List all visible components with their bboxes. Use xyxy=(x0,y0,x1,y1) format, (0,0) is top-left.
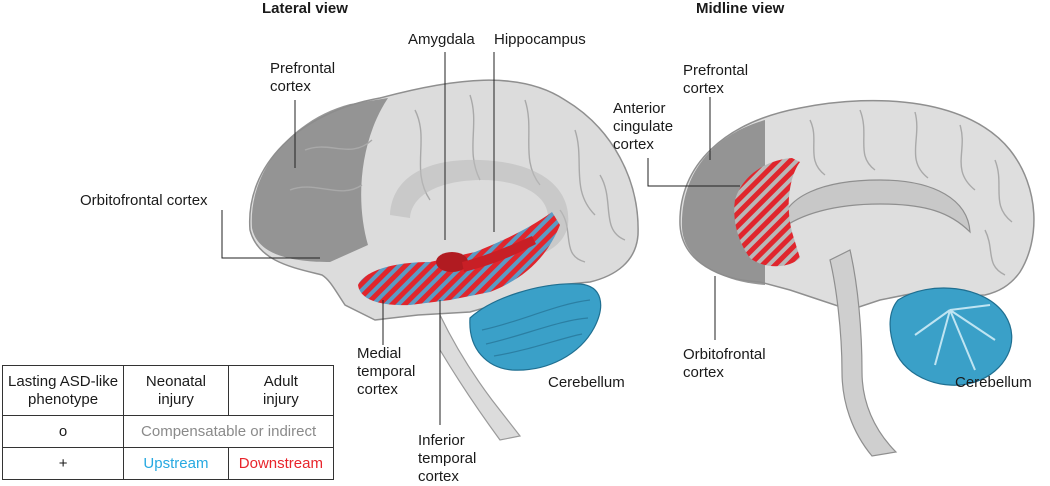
label-lateral-orbitofrontal-cortex: Orbitofrontal cortex xyxy=(80,192,208,209)
lateral-cerebellum-folia xyxy=(481,299,591,357)
midline-cerebellum xyxy=(889,287,1013,386)
legend-header-neonatal: Neonatal injury xyxy=(123,365,229,416)
anterior-cingulate-region xyxy=(734,158,800,267)
legend-symbol-o: o xyxy=(1,415,125,448)
midline-leader-lines xyxy=(647,97,740,340)
amygdala-region xyxy=(436,252,468,272)
corpus-callosum xyxy=(779,179,971,234)
legend-row-compensatable: o Compensatable or indirect xyxy=(1,415,334,448)
lateral-cerebellum xyxy=(469,283,602,371)
label-midline-prefrontal-cortex: Prefrontal cortex xyxy=(683,62,749,97)
label-anterior-cingulate-cortex: Anterior cingulate cortex xyxy=(613,100,674,153)
legend-table: Lasting ASD-like phenotype Neonatal inju… xyxy=(1,365,335,480)
lateral-view-title: Lateral view xyxy=(262,0,348,17)
lateral-leader-lines xyxy=(221,52,495,425)
label-inferior-temporal-cortex: Inferior temporal cortex xyxy=(418,432,477,485)
lateral-prefrontal-region xyxy=(251,98,388,262)
label-lateral-cerebellum: Cerebellum xyxy=(548,374,625,391)
legend-compensatable-text: Compensatable or indirect xyxy=(123,415,334,448)
label-midline-cerebellum: Cerebellum xyxy=(955,374,1032,391)
lateral-brainstem xyxy=(439,314,522,441)
lateral-sulci xyxy=(289,94,626,263)
lateral-brain xyxy=(249,79,639,441)
label-midline-orbitofrontal-cortex: Orbitofrontal cortex xyxy=(683,346,766,381)
label-medial-temporal-cortex: Medial temporal cortex xyxy=(357,345,416,398)
legend-downstream-text: Downstream xyxy=(227,447,335,480)
label-amygdala: Amygdala xyxy=(408,31,475,48)
lateral-limbic-ring xyxy=(390,159,569,259)
legend-header-phenotype: Lasting ASD-like phenotype xyxy=(1,365,125,416)
hippocampus-region xyxy=(462,236,536,272)
label-hippocampus: Hippocampus xyxy=(494,31,586,48)
legend-row-plus: + Upstream Downstream xyxy=(1,447,335,480)
midline-cerebellum-folia xyxy=(914,304,996,371)
midline-brainstem xyxy=(829,249,898,457)
legend-header-adult: Adult injury xyxy=(227,365,335,416)
legend-symbol-plus: + xyxy=(1,447,125,480)
midline-brain xyxy=(679,99,1035,457)
label-lateral-prefrontal-cortex: Prefrontal cortex xyxy=(270,60,336,95)
midline-view-title: Midline view xyxy=(696,0,785,17)
midline-sulci xyxy=(809,109,1013,276)
legend-header-row: Lasting ASD-like phenotype Neonatal inju… xyxy=(1,365,335,416)
legend-upstream-text: Upstream xyxy=(123,447,229,480)
